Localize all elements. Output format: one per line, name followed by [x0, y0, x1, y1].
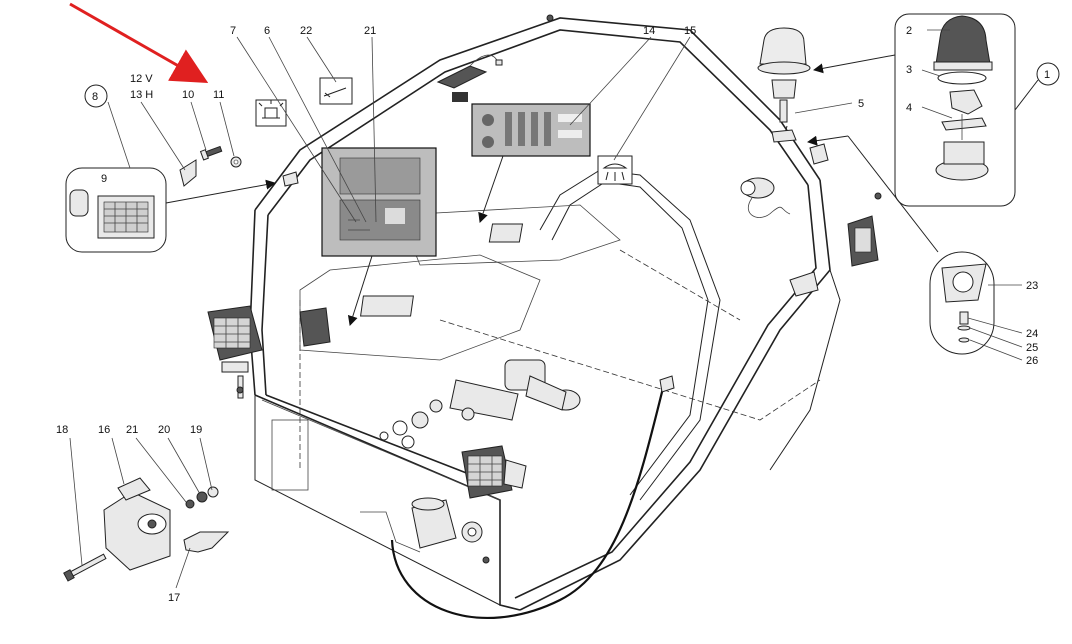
callout-11: 11: [213, 89, 224, 101]
callout-8: 8: [92, 91, 98, 103]
callout-25: 24: [1026, 328, 1038, 340]
callout-9: 9: [101, 173, 107, 185]
wiper-symbol-icon: [319, 77, 353, 105]
callout-12v: 12 V: [130, 73, 153, 85]
callout-13h: 13 H: [130, 89, 153, 101]
callout-3: 3: [906, 64, 912, 76]
callout-24: 23: [1026, 280, 1038, 292]
interior-light: [436, 54, 503, 102]
power-socket-assembly: [63, 477, 230, 582]
washer-reservoir: [360, 497, 483, 553]
callout-7: 7: [230, 25, 236, 37]
horn: [740, 177, 791, 218]
callout-16: 16: [98, 424, 110, 436]
callout-14: 14: [643, 25, 655, 37]
callout-21: 21: [126, 424, 138, 436]
callout-19: 19: [190, 424, 202, 436]
cab-frame: [249, 17, 841, 611]
callout-20: 20: [158, 424, 170, 436]
callout-5: 5: [858, 98, 864, 110]
leader-lines: [69, 29, 1023, 589]
callout-27: 26: [1026, 355, 1038, 367]
beacon-symbol-icon: [597, 155, 633, 185]
callout-4: 4: [906, 102, 912, 114]
mounting-plate-detail: [847, 135, 995, 355]
work-lamp-assembly: [65, 145, 299, 253]
callout-6: 6: [264, 25, 270, 37]
front-right-work-lamp: [461, 445, 527, 499]
fasteners: [236, 14, 882, 564]
rear-work-lamp: [847, 215, 879, 267]
callout-2: 2: [906, 25, 912, 37]
beacon-exploded-group: [894, 13, 1039, 207]
callout-22: 21: [364, 25, 376, 37]
beacon-dome: [933, 15, 993, 71]
callout-circle-8: [84, 84, 108, 108]
callout-1: 1: [1044, 69, 1050, 81]
callout-17: 17: [168, 592, 180, 604]
front-left-work-lamp: [207, 305, 263, 399]
wiper-motor-assembly: [379, 359, 581, 449]
callout-15: 15: [684, 25, 696, 37]
callout-10: 10: [182, 89, 194, 101]
callout-23: 22: [300, 25, 312, 37]
side-work-lamp: [299, 307, 331, 347]
callout-18: 18: [56, 424, 68, 436]
switch-panel-photo: [321, 147, 437, 257]
callout-26: 25: [1026, 342, 1038, 354]
rocker-switch-panel-photo: [471, 103, 591, 157]
beacon-assembled: [757, 27, 811, 123]
red-arrow: [69, 2, 209, 83]
work-lamp: [97, 195, 155, 239]
work-light-symbol-icon: [255, 99, 287, 127]
callout-labels: 7 6 22 21 14 15 2 3 4 5 1 8 12 V 13 H 10…: [56, 25, 1050, 604]
washer-hose: [390, 379, 667, 620]
callout-circle-1: [1036, 62, 1060, 86]
